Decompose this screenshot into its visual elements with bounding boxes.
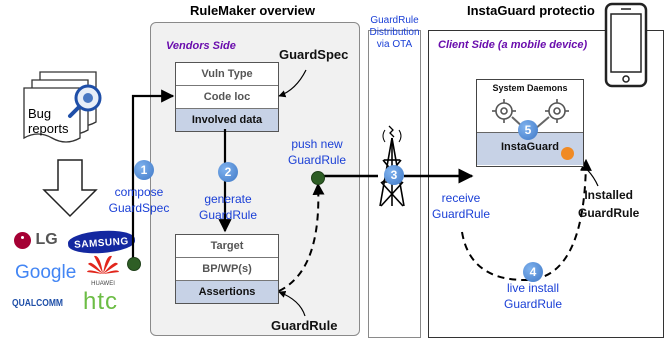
guardspec-row: Vuln Type [176,63,278,86]
vendors-side-label: Vendors Side [166,40,236,52]
receive-line1: receive [441,191,481,205]
bug-reports-line2: reports [28,121,69,136]
google-wordmark: Google [15,262,77,283]
step-2-line1: generate [204,192,252,206]
client-side-label: Client Side (a mobile device) [438,39,588,51]
guardrule-callout [278,290,306,317]
step-3-line1: push new [291,137,343,151]
bug-reports-label: Bug reports [28,106,68,136]
qualcomm-wordmark: QUALCOMM [12,298,63,309]
step-3-line2: GuardRule [287,153,347,167]
push-dashed-arrow [278,182,325,292]
compose-start-dot [127,257,141,271]
huawei-logo: HUAWEI [86,252,120,287]
receive-label: receive GuardRule [427,190,495,222]
step-4-line2: GuardRule [503,297,563,311]
bug-reports-icon [18,68,118,153]
huawei-petals-icon [87,255,119,274]
system-daemons-label: System Daemons [492,83,568,93]
compose-arrow [131,89,175,263]
step-1-label: compose GuardSpec [103,184,175,216]
step-2-label: generate GuardRule [193,191,263,223]
live-install-dashed-arrow [461,158,592,282]
installed-line2: GuardRule [578,206,640,220]
guardspec-label: GuardSpec [279,47,349,62]
guardspec-row: Involved data [176,109,278,131]
step-4-label: live install GuardRule [493,280,573,312]
guardrule-row: Target [176,235,278,258]
bug-reports-line1: Bug [28,106,52,121]
ota-label: GuardRule Distribution via OTA [368,15,421,51]
step-5-badge: 5 [518,120,538,140]
guardrule-table: Target BP/WP(s) Assertions [175,234,279,304]
ota-label-line3: via OTA [376,39,413,50]
guardrule-label: GuardRule [271,318,338,333]
step-3-label: push new GuardRule [285,136,349,168]
instaguard-label: InstaGuard [500,141,560,153]
lg-wordmark: LG [35,231,58,248]
rulemaker-title: RuleMaker overview [190,3,316,18]
lg-face-icon [14,231,31,249]
step-3-badge: 3 [384,165,404,185]
step-4-line1: live install [506,281,560,295]
htc-logo: htc [83,288,118,316]
step-1-line1: compose [114,185,164,199]
step-2-badge: 2 [218,162,238,182]
step-2-line2: GuardRule [198,208,258,222]
smartphone-icon [604,2,648,93]
installed-label: Installed GuardRule [578,186,639,222]
guardspec-callout [278,69,307,98]
step-4-badge: 4 [523,262,543,282]
guardspec-row: Code loc [176,86,278,109]
installed-line1: Installed [584,188,634,202]
device-box: System Daemons InstaGuard [476,79,584,167]
lg-logo: LG [14,231,58,249]
push-dot [311,171,325,185]
installed-guardrule-dot [561,147,574,160]
guardspec-table: Vuln Type Code loc Involved data [175,62,279,132]
receive-line2: GuardRule [431,207,491,221]
ota-label-line2: Distribution [369,27,420,38]
huawei-wordmark: HUAWEI [91,281,115,287]
google-logo: Google [15,262,76,284]
step-1-badge: 1 [134,160,154,180]
htc-wordmark: htc [83,288,119,315]
guardrule-row: Assertions [176,281,278,303]
ota-label-line1: GuardRule [370,15,419,26]
step-1-line2: GuardSpec [108,201,170,215]
qualcomm-logo: QUALCOMM [12,298,63,309]
guardrule-row: BP/WP(s) [176,258,278,281]
instaguard-title: InstaGuard protectio [467,3,595,18]
down-arrow-icon [40,158,100,223]
